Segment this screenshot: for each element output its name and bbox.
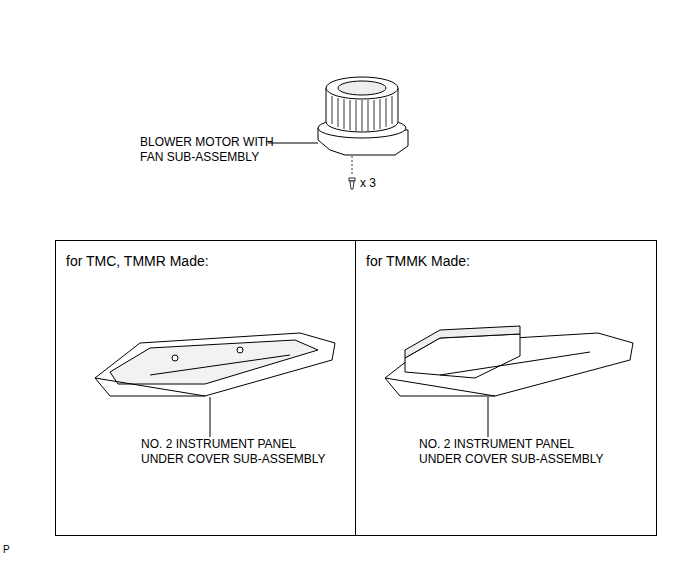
variant-heading: for TMMK Made: (366, 253, 470, 269)
under-cover-right (385, 326, 633, 396)
part-label: BLOWER MOTOR WITH FAN SUB-ASSEMBLY (140, 135, 280, 165)
variant-frame: for TMMK Made: NO. 2 INSTRUMENT PANEL UND… (355, 240, 657, 536)
leader-line (268, 143, 318, 144)
screw-icon (349, 178, 355, 189)
screw-guide (352, 156, 353, 176)
part-label: NO. 2 INSTRUMENT PANEL UNDER COVER SUB-A… (141, 437, 327, 467)
under-cover-left (95, 333, 335, 396)
variant-heading: for TMC, TMMR Made: (66, 253, 209, 269)
fan-hub (338, 81, 386, 95)
part-label: NO. 2 INSTRUMENT PANEL UNDER COVER SUB-A… (419, 437, 605, 467)
quantity-label: x 3 (360, 176, 376, 191)
leader-line (210, 397, 211, 437)
page-mark: P (3, 544, 10, 555)
leader-line (488, 397, 489, 437)
variant-frame: for TMC, TMMR Made: NO. 2 INSTRUMENT PANE… (55, 240, 356, 536)
fan-top (326, 77, 398, 99)
